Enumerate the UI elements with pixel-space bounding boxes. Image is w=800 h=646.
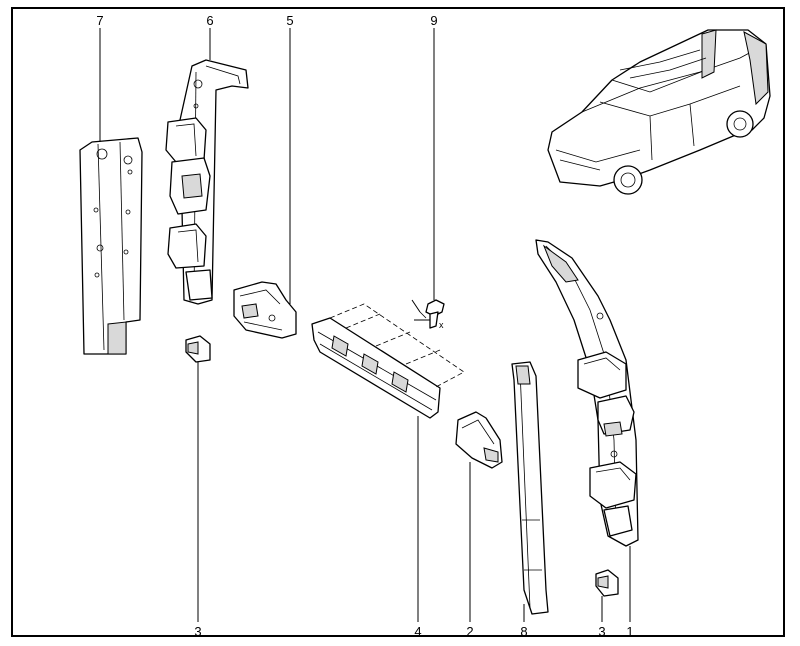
callout-6: 6 bbox=[206, 13, 213, 28]
car-thumbnail bbox=[547, 29, 771, 195]
part-3-clip-left bbox=[185, 335, 211, 363]
callout-3-left: 3 bbox=[194, 624, 201, 639]
part-7-pillar-panel bbox=[79, 137, 143, 355]
part-2-bracket bbox=[455, 411, 503, 469]
part-3-clip-right bbox=[595, 569, 619, 597]
callout-4: 4 bbox=[414, 624, 421, 639]
callout-8: 8 bbox=[520, 624, 527, 639]
dimension-x-label: x bbox=[439, 320, 444, 330]
part-6-inner-pillar bbox=[165, 59, 249, 305]
callout-9: 9 bbox=[430, 13, 437, 28]
callout-2: 2 bbox=[466, 624, 473, 639]
part-8-reinforcement bbox=[511, 361, 549, 615]
part-5-bracket bbox=[233, 281, 297, 339]
callout-1: 1 bbox=[626, 624, 633, 639]
part-1-pillar-assembly bbox=[535, 239, 639, 547]
callout-3-right: 3 bbox=[598, 624, 605, 639]
diagram-frame bbox=[11, 7, 785, 637]
callout-7: 7 bbox=[96, 13, 103, 28]
callout-5: 5 bbox=[286, 13, 293, 28]
leader-lines bbox=[99, 28, 631, 622]
part-4-cross-member bbox=[311, 303, 465, 419]
part-9-bolt bbox=[411, 299, 445, 329]
